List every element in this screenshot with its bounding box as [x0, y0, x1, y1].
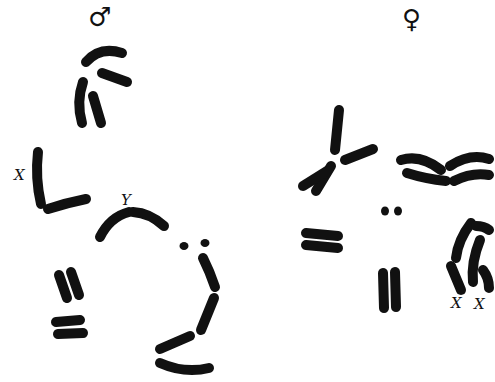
chromosome — [79, 82, 83, 123]
chromosome — [395, 272, 396, 307]
chromosome — [86, 51, 122, 62]
chromosome — [483, 270, 489, 288]
chromosome-dot — [201, 239, 210, 247]
chromosome — [450, 157, 489, 166]
chromosome — [71, 272, 79, 295]
chromosome — [160, 336, 190, 349]
chromosome — [58, 333, 83, 334]
chromosome — [407, 173, 446, 181]
sex-symbol: ♀ — [402, 6, 421, 32]
chromosome — [56, 320, 80, 322]
chromosome — [456, 223, 471, 258]
chromosome — [454, 174, 489, 181]
chromosome — [476, 226, 489, 230]
chromosome — [133, 212, 164, 226]
chromosome — [335, 110, 339, 150]
chromosome — [203, 258, 215, 287]
chromosome — [100, 212, 129, 237]
chromosome-dot — [180, 242, 189, 250]
chromosome — [59, 275, 67, 298]
chromosome — [48, 199, 86, 209]
chromosome — [93, 96, 101, 123]
chromosome — [345, 149, 373, 160]
chromosome-label: X — [14, 168, 25, 183]
sex-symbol: ♂ — [88, 4, 111, 30]
female-chromosomes — [303, 110, 489, 308]
chromosome — [37, 152, 41, 204]
chromosome-dot — [381, 207, 389, 216]
chromosome — [201, 298, 214, 330]
chromosome — [306, 233, 338, 236]
chromosome — [383, 273, 384, 308]
chromosome — [473, 240, 480, 282]
chromosome — [160, 363, 209, 370]
chromosome — [451, 266, 461, 290]
chromosome-label: X — [474, 297, 485, 312]
male-chromosomes — [37, 51, 215, 370]
chromosome — [102, 73, 127, 82]
chromosome-dot — [394, 207, 402, 216]
chromosome — [303, 171, 327, 186]
chromosome-label: Y — [121, 193, 131, 208]
chromosome — [306, 245, 338, 248]
chromosome-label: X — [451, 296, 462, 311]
